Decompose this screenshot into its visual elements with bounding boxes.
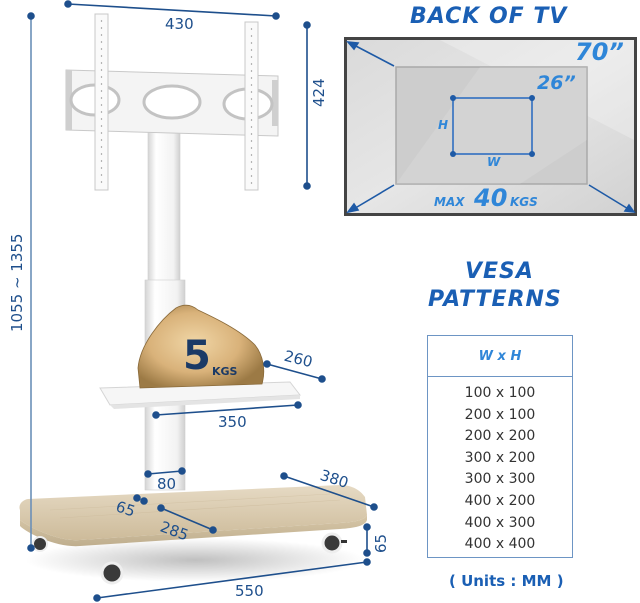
column-width-label: 80 (157, 475, 177, 493)
max-load-unit: KGS (510, 195, 538, 209)
vesa-row: 300 x 200 (464, 449, 536, 466)
total-height-label: 1055 ~ 1355 (8, 233, 26, 332)
bracket-width-label: 430 (165, 15, 194, 33)
shelf-load-number: 5 (183, 333, 211, 379)
vesa-patterns-table: W x H 100 x 100 200 x 100 200 x 200 300 … (427, 335, 573, 558)
vesa-row: 300 x 300 (464, 471, 536, 488)
wood-base (19, 485, 368, 547)
shelf-load-unit: KGS (212, 365, 238, 378)
min-screen-size: 26” (537, 72, 576, 94)
vesa-title-line1: VESA (465, 259, 534, 284)
vesa-table-body: 100 x 100 200 x 100 200 x 200 300 x 200 … (428, 377, 572, 556)
back-of-tv-diagram (344, 37, 637, 216)
max-load-value: 40 (474, 184, 508, 212)
max-load-prefix: MAX (434, 195, 465, 209)
shelf-width-label: 350 (218, 413, 247, 431)
max-screen-size: 70” (575, 38, 624, 66)
base-width-label: 550 (235, 582, 264, 600)
pole-upper (147, 124, 181, 286)
vesa-width-label: W (487, 155, 501, 169)
vesa-row: 400 x 400 (464, 536, 536, 553)
vesa-row: 200 x 100 (464, 406, 536, 423)
base-height-label: 65 (372, 533, 390, 553)
mounting-bracket (65, 13, 279, 191)
vesa-table-header: W x H (428, 336, 572, 377)
units-note: ( Units : MM ) (449, 572, 564, 590)
bracket-height-label: 424 (310, 78, 328, 107)
vesa-row: 100 x 100 (464, 385, 536, 401)
vesa-row: 400 x 200 (464, 492, 536, 509)
vesa-row: 200 x 200 (464, 428, 536, 445)
caster-wheels (32, 532, 347, 585)
vesa-row: 400 x 300 (464, 514, 536, 531)
vesa-height-label: H (438, 118, 449, 132)
vesa-title-line2: PATTERNS (428, 287, 562, 312)
rock-5kg (137, 304, 265, 389)
back-of-tv-title: BACK OF TV (410, 4, 568, 29)
dimension-lines (27, 0, 378, 602)
tv-inner-panel (395, 66, 588, 185)
